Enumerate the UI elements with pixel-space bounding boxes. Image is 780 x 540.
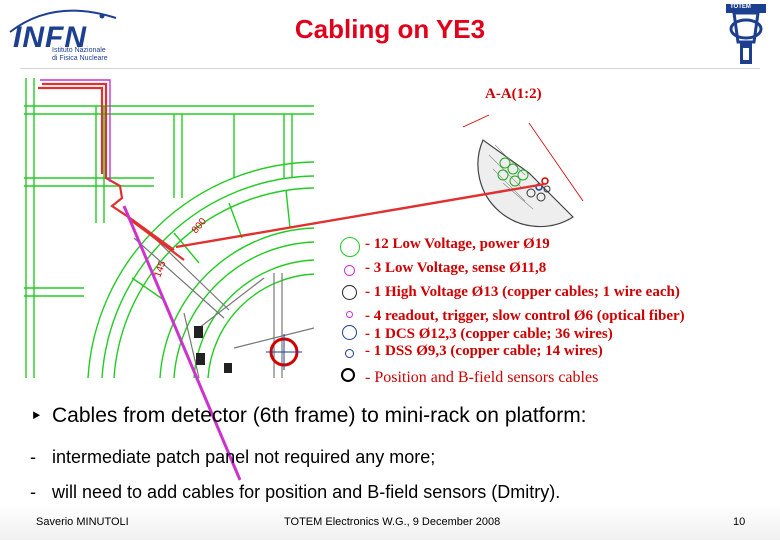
infn-logo-line2: di Fisica Nucleare <box>52 55 108 62</box>
bullet-marker: ‣ <box>30 405 43 428</box>
bullet-cables: Cables from detector (6th frame) to mini… <box>52 404 587 427</box>
sub-dash-1: - <box>30 447 36 467</box>
legend-item-hv: - 1 High Voltage Ø13 (copper cables; 1 w… <box>365 284 680 300</box>
position-sensor-note: - Position and B-field sensors cables <box>365 369 599 386</box>
page-number: 10 <box>733 516 746 528</box>
infn-logo-line1: Istituto Nazionale <box>52 47 106 54</box>
readout-fiber-icon <box>346 311 353 318</box>
infn-logo-arc <box>9 9 117 33</box>
infn-logo-wordmark: INFN <box>13 21 87 54</box>
sub-dash-2: - <box>30 482 36 502</box>
dss-cable-icon <box>345 349 354 358</box>
legend-item-lv-power: - 12 Low Voltage, power Ø19 <box>365 236 550 252</box>
footer-author: Saverio MINUTOLI <box>36 516 129 528</box>
cabling-drawing: 800 145 <box>24 78 314 378</box>
legend-item-dss: - 1 DSS Ø9,3 (copper cable; 14 wires) <box>365 343 603 359</box>
totem-logo-emblem <box>726 4 766 64</box>
sub-item-patch-panel: intermediate patch panel not required an… <box>52 447 436 467</box>
low-voltage-sense-icon <box>344 265 355 276</box>
footer-event: TOTEM Electronics W.G., 9 December 2008 <box>284 516 501 528</box>
totem-logo-text: TOTEM <box>730 4 751 10</box>
sub-item-sensor-cables: will need to add cables for position and… <box>52 482 561 502</box>
legend-item-lv-sense: - 3 Low Voltage, sense Ø11,8 <box>365 260 547 276</box>
footer-bar <box>0 505 780 540</box>
legend-item-dcs: - 1 DCS Ø12,3 (copper cable; 36 wires) <box>365 326 613 342</box>
section-label: A-A(1:2) <box>485 86 542 102</box>
dcs-cable-icon <box>342 325 357 340</box>
slide-title: Cabling on YE3 <box>294 14 486 44</box>
title-divider <box>20 68 760 69</box>
position-sensor-icon <box>341 368 355 382</box>
low-voltage-power-icon <box>340 237 360 257</box>
section-detail <box>462 114 584 228</box>
high-voltage-icon <box>342 285 357 300</box>
legend-item-readout: - 4 readout, trigger, slow control Ø6 (o… <box>365 308 685 324</box>
